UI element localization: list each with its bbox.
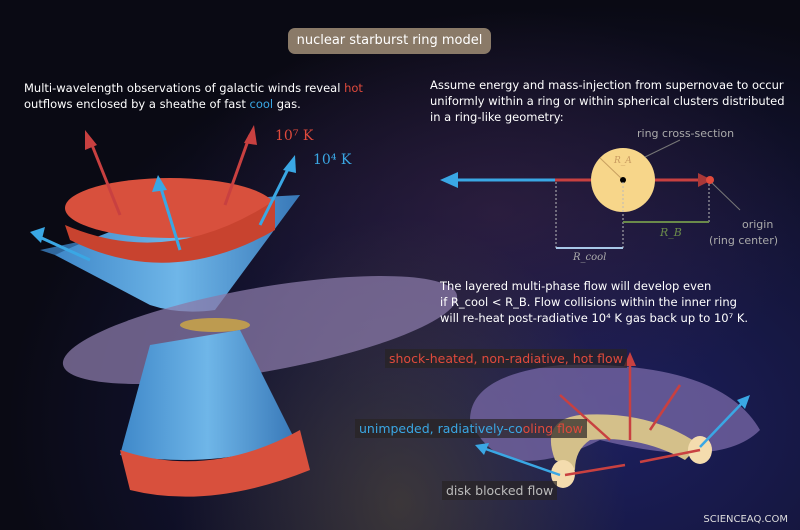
bicone-illustration bbox=[30, 125, 458, 497]
cool-flow-label-a: unimpeded, radiatively-co bbox=[359, 421, 523, 436]
intro-text-suffix: gas. bbox=[273, 97, 301, 111]
origin-point bbox=[706, 176, 714, 184]
cool-flow-label-b: oling flow bbox=[522, 421, 583, 436]
intro-text: Multi-wavelength observations of galacti… bbox=[24, 81, 345, 95]
hot-word: hot bbox=[344, 81, 363, 95]
intro-text-middle: outflows enclosed by a sheathe of fast bbox=[24, 97, 250, 111]
note-line-3: will re-heat post-radiative 10⁴ K gas ba… bbox=[440, 311, 749, 325]
note-line-1: The layered multi-phase flow will develo… bbox=[440, 279, 712, 293]
rcool-label: R_cool bbox=[573, 252, 607, 263]
hot-flow-label: shock-heated, non-radiative, hot flow bbox=[385, 349, 627, 368]
disk-flow-label: disk blocked flow bbox=[442, 481, 558, 500]
right-intro-text: Assume energy and mass-injection from su… bbox=[430, 78, 785, 124]
note-line-2: if R_cool < R_B. Flow collisions within … bbox=[440, 295, 737, 309]
cool-temp-label: 10⁴ K bbox=[313, 152, 352, 168]
ra-label: R_A bbox=[614, 156, 632, 166]
hot-flow-bottom bbox=[120, 430, 310, 497]
ring-cross-section-label: ring cross-section bbox=[637, 127, 735, 140]
watermark: SCIENCEAQ.COM bbox=[703, 514, 788, 525]
cool-flow-label: unimpeded, radiatively-cooling flow bbox=[355, 419, 587, 438]
left-intro-text: Multi-wavelength observations of galacti… bbox=[24, 80, 394, 112]
rb-label: R_B bbox=[660, 226, 682, 239]
origin-label: origin bbox=[742, 218, 774, 231]
hot-temp-label: 10⁷ K bbox=[275, 128, 314, 144]
cross-section-diagram bbox=[440, 139, 741, 249]
hot-flow-top bbox=[65, 178, 275, 238]
page-title: nuclear starburst ring model bbox=[288, 28, 491, 54]
starburst-ring bbox=[180, 318, 250, 332]
origin-sub-label: (ring center) bbox=[709, 234, 779, 247]
cool-word: cool bbox=[249, 97, 274, 111]
